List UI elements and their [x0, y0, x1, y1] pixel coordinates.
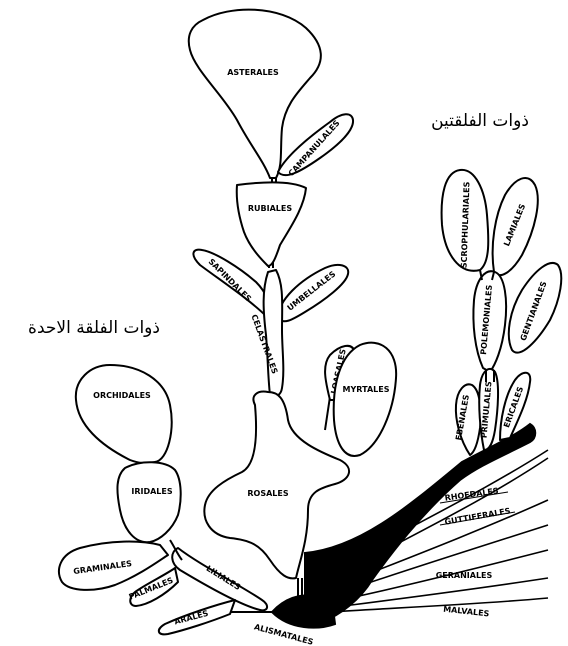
iridales-shape: [117, 462, 180, 542]
label-myrtales: MYRTALES: [343, 385, 390, 394]
label-rosales: ROSALES: [247, 489, 288, 498]
label-guttiferales: GUTTIFERALES: [444, 506, 512, 526]
label-rubiales: RUBIALES: [248, 204, 292, 213]
label-asterales: ASTERALES: [227, 68, 279, 77]
orchidales-shape: [76, 365, 172, 463]
trunk-rays: [318, 450, 548, 612]
label-malvales: MALVALES: [443, 605, 490, 619]
label-geraniales: GERANIALES: [436, 571, 493, 580]
heading-dicots: ذوات الفلقتين: [431, 111, 529, 131]
label-orchidales: ORCHIDALES: [93, 391, 151, 400]
label-iridales: IRIDALES: [131, 487, 173, 496]
label-rhoedales: RHOEDALES: [444, 486, 499, 502]
rubiales-shape: [237, 182, 306, 266]
celastrales-shape: [264, 270, 284, 396]
heading-monocots: ذوات الفلقة الاحدة: [28, 318, 160, 338]
